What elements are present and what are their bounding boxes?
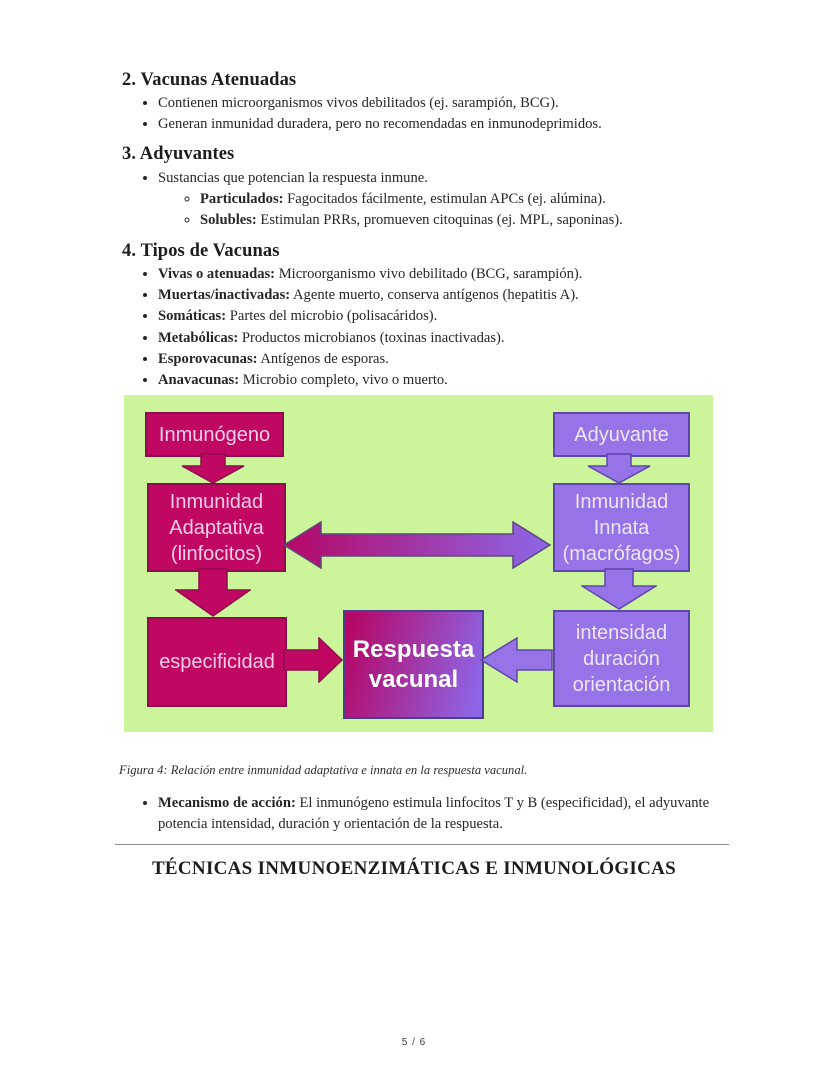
adyuvantes-sublist: Particulados: Fagocitados fácilmente, es…	[158, 189, 718, 231]
list-item: Solubles: Estimulan PRRs, promueven cito…	[200, 210, 718, 231]
description: Productos microbianos (toxinas inactivad…	[238, 329, 505, 346]
description: Microorganismo vivo debilitado (BCG, sar…	[275, 266, 583, 282]
left-arrow-icon	[480, 637, 553, 683]
term: Mecanismo de acción:	[158, 795, 296, 811]
right-arrow-icon	[283, 637, 343, 683]
nested-list-wrapper: Particulados: Fagocitados fácilmente, es…	[158, 189, 718, 231]
adyuvantes-list: Sustancias que potencian la respuesta in…	[122, 168, 718, 232]
list-item: Somáticas: Partes del microbio (polisacá…	[158, 306, 724, 327]
diagram-box-inmunidad-innata: Inmunidad Innata (macrófagos)	[553, 483, 690, 572]
diagram-box-especificidad: especificidad	[147, 617, 287, 707]
section-heading-vacunas-atenuadas: 2. Vacunas Atenuadas	[122, 70, 297, 90]
description: Partes del microbio (polisacáridos).	[226, 308, 438, 325]
list-item: Esporovacunas: Antígenos de esporas.	[158, 349, 724, 370]
tipos-de-vacunas-list: Vivas o atenuadas: Microorganismo vivo d…	[122, 264, 724, 391]
down-arrow-icon	[175, 568, 251, 617]
diagram-box-inmunogeno: Inmunógeno	[145, 412, 284, 457]
vacunas-atenuadas-list: Contienen microorganismos vivos debilita…	[122, 93, 718, 135]
description: Fagocitados fácilmente, estimulan APCs (…	[283, 191, 606, 208]
section-heading-tipos-de-vacunas: 4. Tipos de Vacunas	[122, 241, 280, 261]
list-item: Vivas o atenuadas: Microorganismo vivo d…	[158, 264, 724, 285]
term: Particulados:	[200, 191, 284, 208]
description: Estimulan PRRs, promueven citoquinas (ej…	[256, 212, 623, 229]
description: El inmunógeno estimula linfocitos T y B …	[158, 795, 710, 833]
figure-diagram-respuesta-vacunal: Inmunógeno Adyuvante Inmunidad Adaptativ…	[124, 395, 713, 732]
term: Anavacunas:	[158, 372, 240, 389]
diagram-box-adyuvante: Adyuvante	[553, 412, 690, 457]
list-item: Sustancias que potencian la respuesta in…	[158, 168, 718, 189]
chapter-heading-tecnicas: TÉCNICAS INMUNOENZIMÁTICAS E INMUNOLÓGIC…	[151, 858, 677, 879]
down-arrow-icon	[587, 453, 651, 484]
down-arrow-icon	[581, 568, 657, 610]
list-item: Mecanismo de acción: El inmunógeno estim…	[158, 793, 730, 835]
list-item: Contienen microorganismos vivos debilita…	[158, 93, 718, 114]
mecanismo-list: Mecanismo de acción: El inmunógeno estim…	[122, 793, 730, 835]
term: Somáticas:	[158, 308, 227, 325]
term: Vivas o atenuadas:	[158, 266, 276, 282]
description: Antígenos de esporas.	[257, 350, 389, 367]
diagram-box-inmunidad-adaptativa: Inmunidad Adaptativa (linfocitos)	[147, 483, 286, 572]
list-item: Generan inmunidad duradera, pero no reco…	[158, 114, 718, 135]
term: Muertas/inactivadas:	[158, 287, 291, 304]
term: Solubles:	[200, 212, 257, 229]
description: Microbio completo, vivo o muerto.	[239, 372, 448, 389]
double-arrow-icon	[283, 520, 551, 570]
diagram-box-respuesta-vacunal: Respuesta vacunal	[343, 610, 484, 719]
list-item: Muertas/inactivadas: Agente muerto, cons…	[158, 285, 724, 306]
section-divider	[115, 844, 729, 845]
down-arrow-icon	[181, 453, 245, 484]
term: Metabólicas:	[158, 329, 239, 346]
term: Esporovacunas:	[158, 350, 258, 367]
page-number: 5 / 6	[401, 1037, 427, 1048]
figure-caption: Figura 4: Relación entre inmunidad adapt…	[119, 763, 528, 777]
list-item: Particulados: Fagocitados fácilmente, es…	[200, 189, 718, 210]
list-item: Anavacunas: Microbio completo, vivo o mu…	[158, 370, 724, 391]
diagram-box-intensidad-duracion-orientacion: intensidad duración orientación	[553, 610, 690, 707]
section-heading-adyuvantes: 3. Adyuvantes	[122, 144, 235, 164]
list-item: Metabólicas: Productos microbianos (toxi…	[158, 328, 724, 349]
description: Agente muerto, conserva antígenos (hepat…	[290, 287, 579, 304]
